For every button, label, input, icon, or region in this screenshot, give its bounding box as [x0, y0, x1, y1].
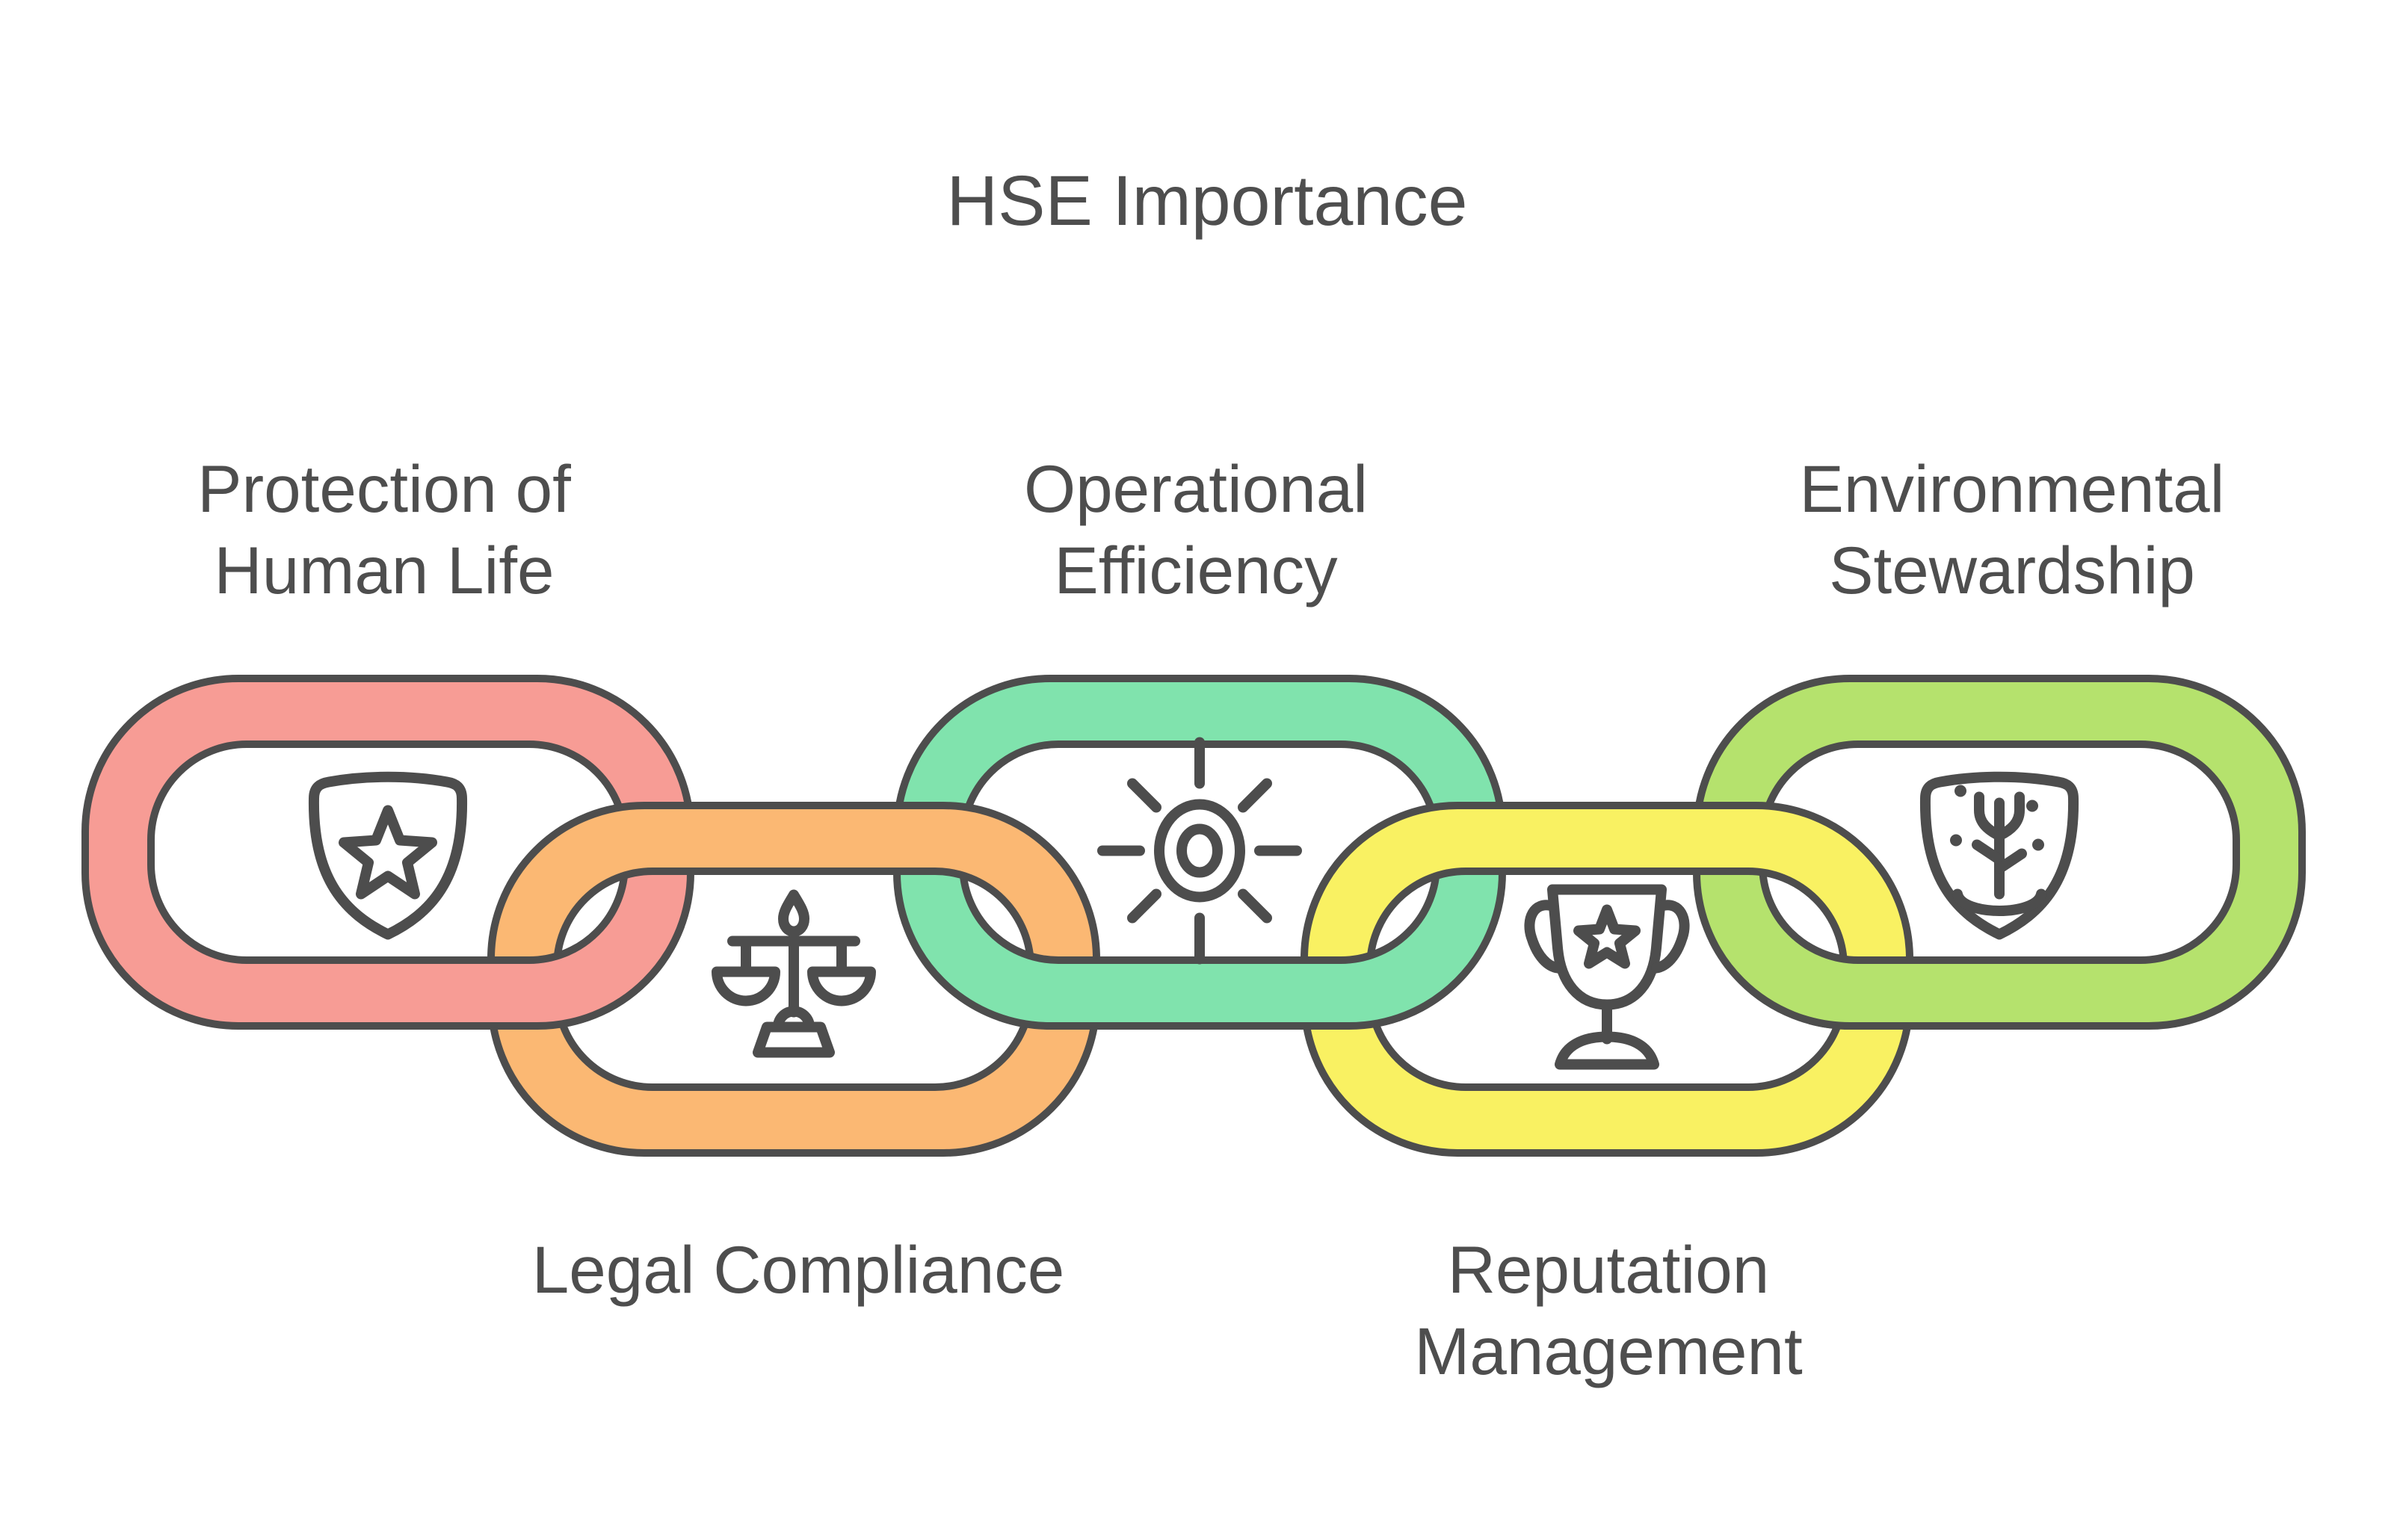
- link-label-protection: Protection of Human Life: [48, 448, 721, 610]
- link-label-reputation: Reputation Management: [1272, 1229, 1945, 1391]
- chain-link-protection-overlap: [426, 927, 685, 1030]
- chain-link-environmental: [1693, 675, 2306, 1030]
- sun-icon: [1097, 737, 1302, 965]
- chain-link-legal: [487, 802, 1100, 1157]
- label-line: Reputation: [1447, 1232, 1770, 1307]
- label-line: Environmental: [1799, 451, 2225, 526]
- link-label-operational: Operational Efficiency: [860, 448, 1532, 610]
- link-label-legal: Legal Compliance: [462, 1229, 1135, 1311]
- label-line: Management: [1414, 1313, 1803, 1388]
- link-label-environmental: Environmental Stewardship: [1676, 448, 2348, 610]
- chain-link-environmental-overlap: [1809, 927, 1977, 1030]
- label-line: Legal Compliance: [531, 1232, 1065, 1307]
- shield-tree-icon: [1919, 771, 2079, 940]
- shield-star-icon: [308, 771, 468, 940]
- label-line: Efficiency: [1054, 532, 1338, 607]
- label-line: Stewardship: [1829, 532, 2195, 607]
- scales-icon: [712, 889, 876, 1058]
- label-line: Operational: [1023, 451, 1369, 526]
- diagram-title: HSE Importance: [946, 161, 1468, 241]
- trophy-icon: [1524, 884, 1690, 1070]
- label-line: Human Life: [214, 532, 555, 607]
- label-line: Protection of: [197, 451, 571, 526]
- chain-link-operational-overlap: [998, 927, 1424, 1030]
- chain-link-reputation: [1301, 802, 1913, 1157]
